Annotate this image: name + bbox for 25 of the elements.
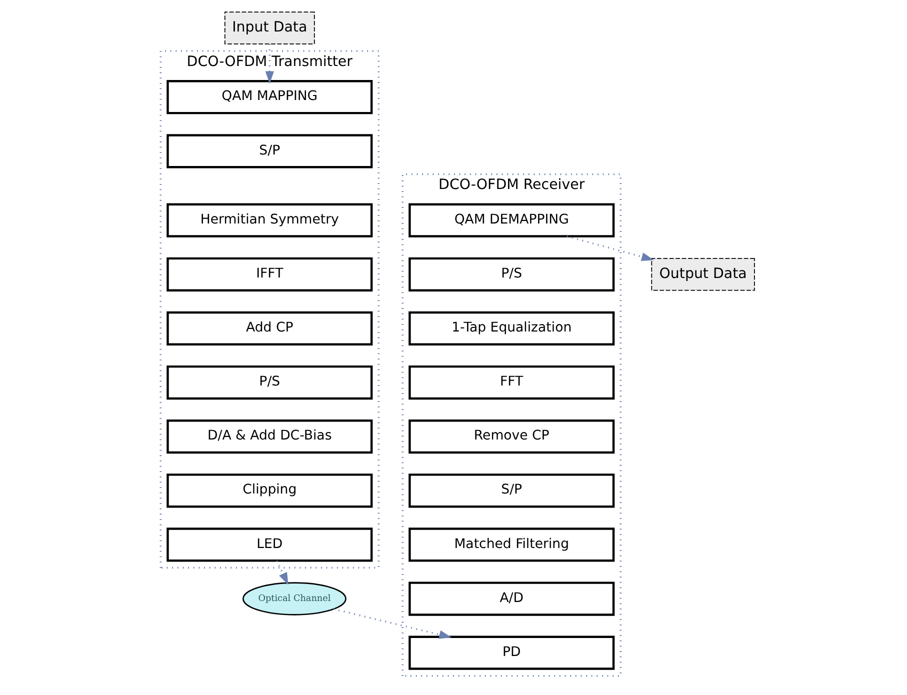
node-box: Clipping xyxy=(166,474,372,508)
node-box: P/S xyxy=(166,365,372,400)
node-box: QAM DEMAPPING xyxy=(408,203,614,238)
node-box: Output Data xyxy=(650,258,754,291)
node-box: QAM MAPPING xyxy=(166,80,372,114)
node-box: Remove CP xyxy=(408,420,614,454)
node-box: A/D xyxy=(408,582,614,616)
arrow xyxy=(332,608,452,639)
node-ellipse: Optical Channel xyxy=(242,582,346,616)
node-box: 1-Tap Equalization xyxy=(408,311,614,346)
node-box: Matched Filtering xyxy=(408,528,614,562)
node-box: D/A & Add DC-Bias xyxy=(166,420,372,454)
node-box: FFT xyxy=(408,365,614,400)
node-box: LED xyxy=(166,528,372,562)
node-box: S/P xyxy=(166,134,372,168)
arrow xyxy=(566,235,654,262)
node-box: S/P xyxy=(408,474,614,508)
node-box: Input Data xyxy=(224,12,314,44)
arrow xyxy=(276,560,288,586)
node-box: PD xyxy=(408,636,614,670)
node-box: P/S xyxy=(408,257,614,292)
arrow xyxy=(264,44,274,84)
node-box: IFFT xyxy=(166,257,372,292)
node-box: Hermitian Symmetry xyxy=(166,203,372,238)
node-box: Add CP xyxy=(166,311,372,346)
